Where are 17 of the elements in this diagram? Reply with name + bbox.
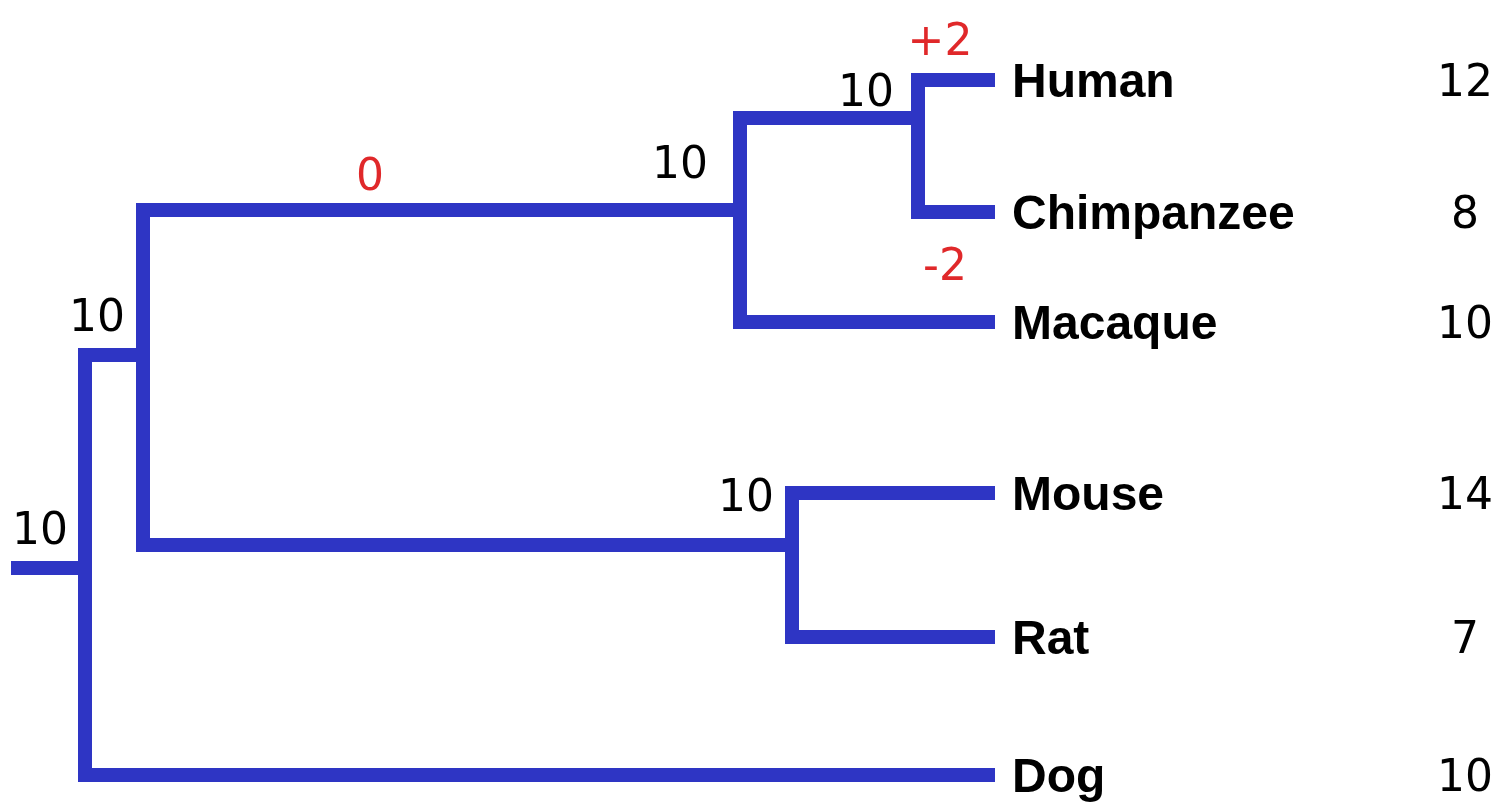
species-label: Macaque — [988, 294, 1218, 350]
value-label: 8 — [1451, 186, 1479, 238]
species-label: Human — [988, 52, 1175, 108]
value-label: 12 — [1437, 54, 1493, 106]
node-value: 10 — [834, 65, 898, 115]
species-label: Mouse — [988, 465, 1164, 521]
species-label: Dog — [988, 747, 1106, 803]
node-value: 10 — [648, 137, 712, 187]
node-value: 10 — [8, 503, 72, 553]
value-label: 7 — [1451, 611, 1479, 663]
species-label: Chimpanzee — [988, 184, 1295, 240]
value-label: 10 — [1437, 296, 1493, 348]
species-label: Rat — [988, 609, 1090, 665]
node-value: 10 — [714, 470, 778, 520]
value-label: 14 — [1437, 467, 1493, 519]
value-label: 10 — [1437, 749, 1493, 801]
node-value: 10 — [65, 290, 129, 340]
